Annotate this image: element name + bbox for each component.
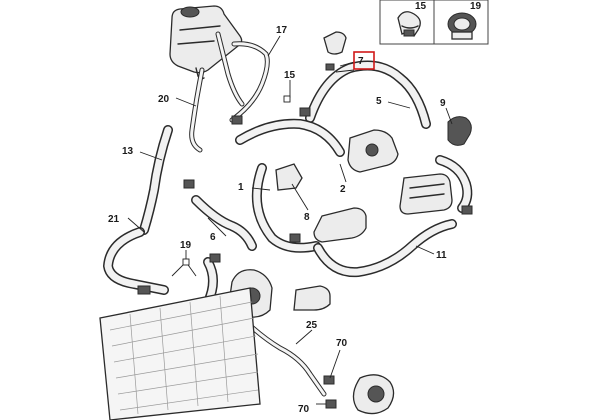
callout-17: 17 [276, 25, 288, 36]
inset-label-19: 19 [470, 1, 482, 12]
callout-9: 9 [440, 98, 446, 109]
callout-20: 20 [158, 94, 170, 105]
callout-25: 25 [306, 320, 318, 331]
callout-6: 6 [210, 232, 216, 243]
callout-8: 8 [304, 212, 310, 223]
callout-19: 19 [180, 240, 192, 251]
marker-15 [283, 95, 291, 103]
callout-70-lower: 70 [298, 404, 310, 415]
clip-15-inset-icon [397, 11, 421, 37]
inset-label-15: 15 [415, 1, 427, 12]
callout-70-upper: 70 [336, 338, 348, 349]
bracket-part-8 [275, 163, 303, 191]
expansion-tank [169, 5, 243, 80]
callout-5: 5 [376, 96, 382, 107]
callout-1: 1 [238, 182, 244, 193]
hose-clips [137, 107, 473, 295]
marker-19 [182, 258, 190, 266]
thermostat-housing [347, 129, 399, 173]
callout-7: 7 [358, 56, 364, 67]
leader-lines [127, 35, 453, 405]
callout-labels: 17 7 15 20 5 9 13 2 1 8 21 6 19 11 25 70… [108, 25, 447, 415]
heat-exchanger-right [399, 173, 453, 215]
radiator [99, 287, 261, 420]
connector-part-middle [293, 285, 331, 311]
highlight-box-7 [353, 51, 375, 70]
inset-panel: 15 19 [379, 0, 489, 45]
callout-13: 13 [122, 146, 134, 157]
callout-11: 11 [436, 250, 447, 261]
callout-2: 2 [340, 184, 346, 195]
egr-cooler [313, 207, 367, 243]
clamp-19-inset-icon [447, 12, 477, 40]
callout-21: 21 [108, 214, 120, 225]
callout-15: 15 [284, 70, 296, 81]
thin-pipes [189, 31, 270, 153]
valve-part-9 [447, 116, 472, 146]
sensor-part-7 [323, 31, 347, 71]
end-fitting-70 [323, 374, 395, 415]
